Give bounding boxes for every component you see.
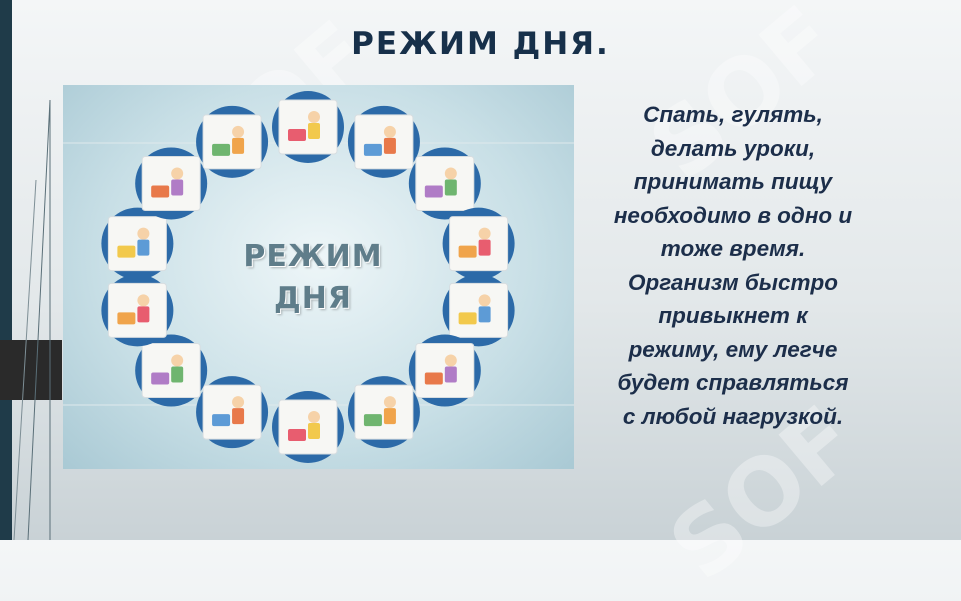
sleep-icon	[272, 91, 344, 163]
walk-icon	[347, 376, 420, 449]
body-text-line: принимать пищу	[633, 169, 833, 194]
body-text-line: с любой нагрузкой.	[622, 403, 844, 429]
image-center-title-line2: ДНЯ	[274, 281, 352, 316]
body-text-line: привыкнет к	[658, 303, 808, 328]
body-paragraph: Спать, гулять, делать уроки, принимать пищ…	[582, 98, 884, 433]
image-center-title-line1: РЕЖИМ	[243, 239, 383, 274]
study-icon	[272, 391, 344, 463]
left-accent-bar	[0, 0, 12, 540]
body-text-line: необходимо в одно и	[613, 202, 853, 228]
daily-routine-image: РЕЖИМ ДНЯ	[63, 85, 574, 469]
body-text-line: делать уроки,	[650, 135, 816, 161]
body-text-line: будет справляться	[617, 370, 849, 395]
play-icon	[101, 274, 174, 347]
body-text-line: тоже время.	[660, 236, 806, 261]
tv-icon	[196, 376, 269, 449]
body-text-line: Спать, гулять,	[643, 102, 823, 127]
wake-up-icon	[347, 105, 420, 178]
body-text-line: Организм быстро	[627, 269, 839, 295]
body-text-line: режиму, ему легче	[628, 336, 838, 362]
exercise-icon	[442, 207, 515, 280]
lesson-icon	[101, 207, 174, 280]
lunch-icon	[408, 334, 481, 407]
slide-title: РЕЖИМ ДНЯ.	[351, 26, 610, 62]
decorative-lines	[13, 99, 51, 540]
left-accent-block	[0, 340, 62, 400]
relax-icon	[135, 147, 208, 220]
bed-icon	[196, 105, 269, 178]
activity-ring	[101, 91, 515, 463]
homework-icon	[442, 274, 515, 347]
meal-icon	[135, 334, 208, 407]
wash-icon	[408, 147, 481, 220]
